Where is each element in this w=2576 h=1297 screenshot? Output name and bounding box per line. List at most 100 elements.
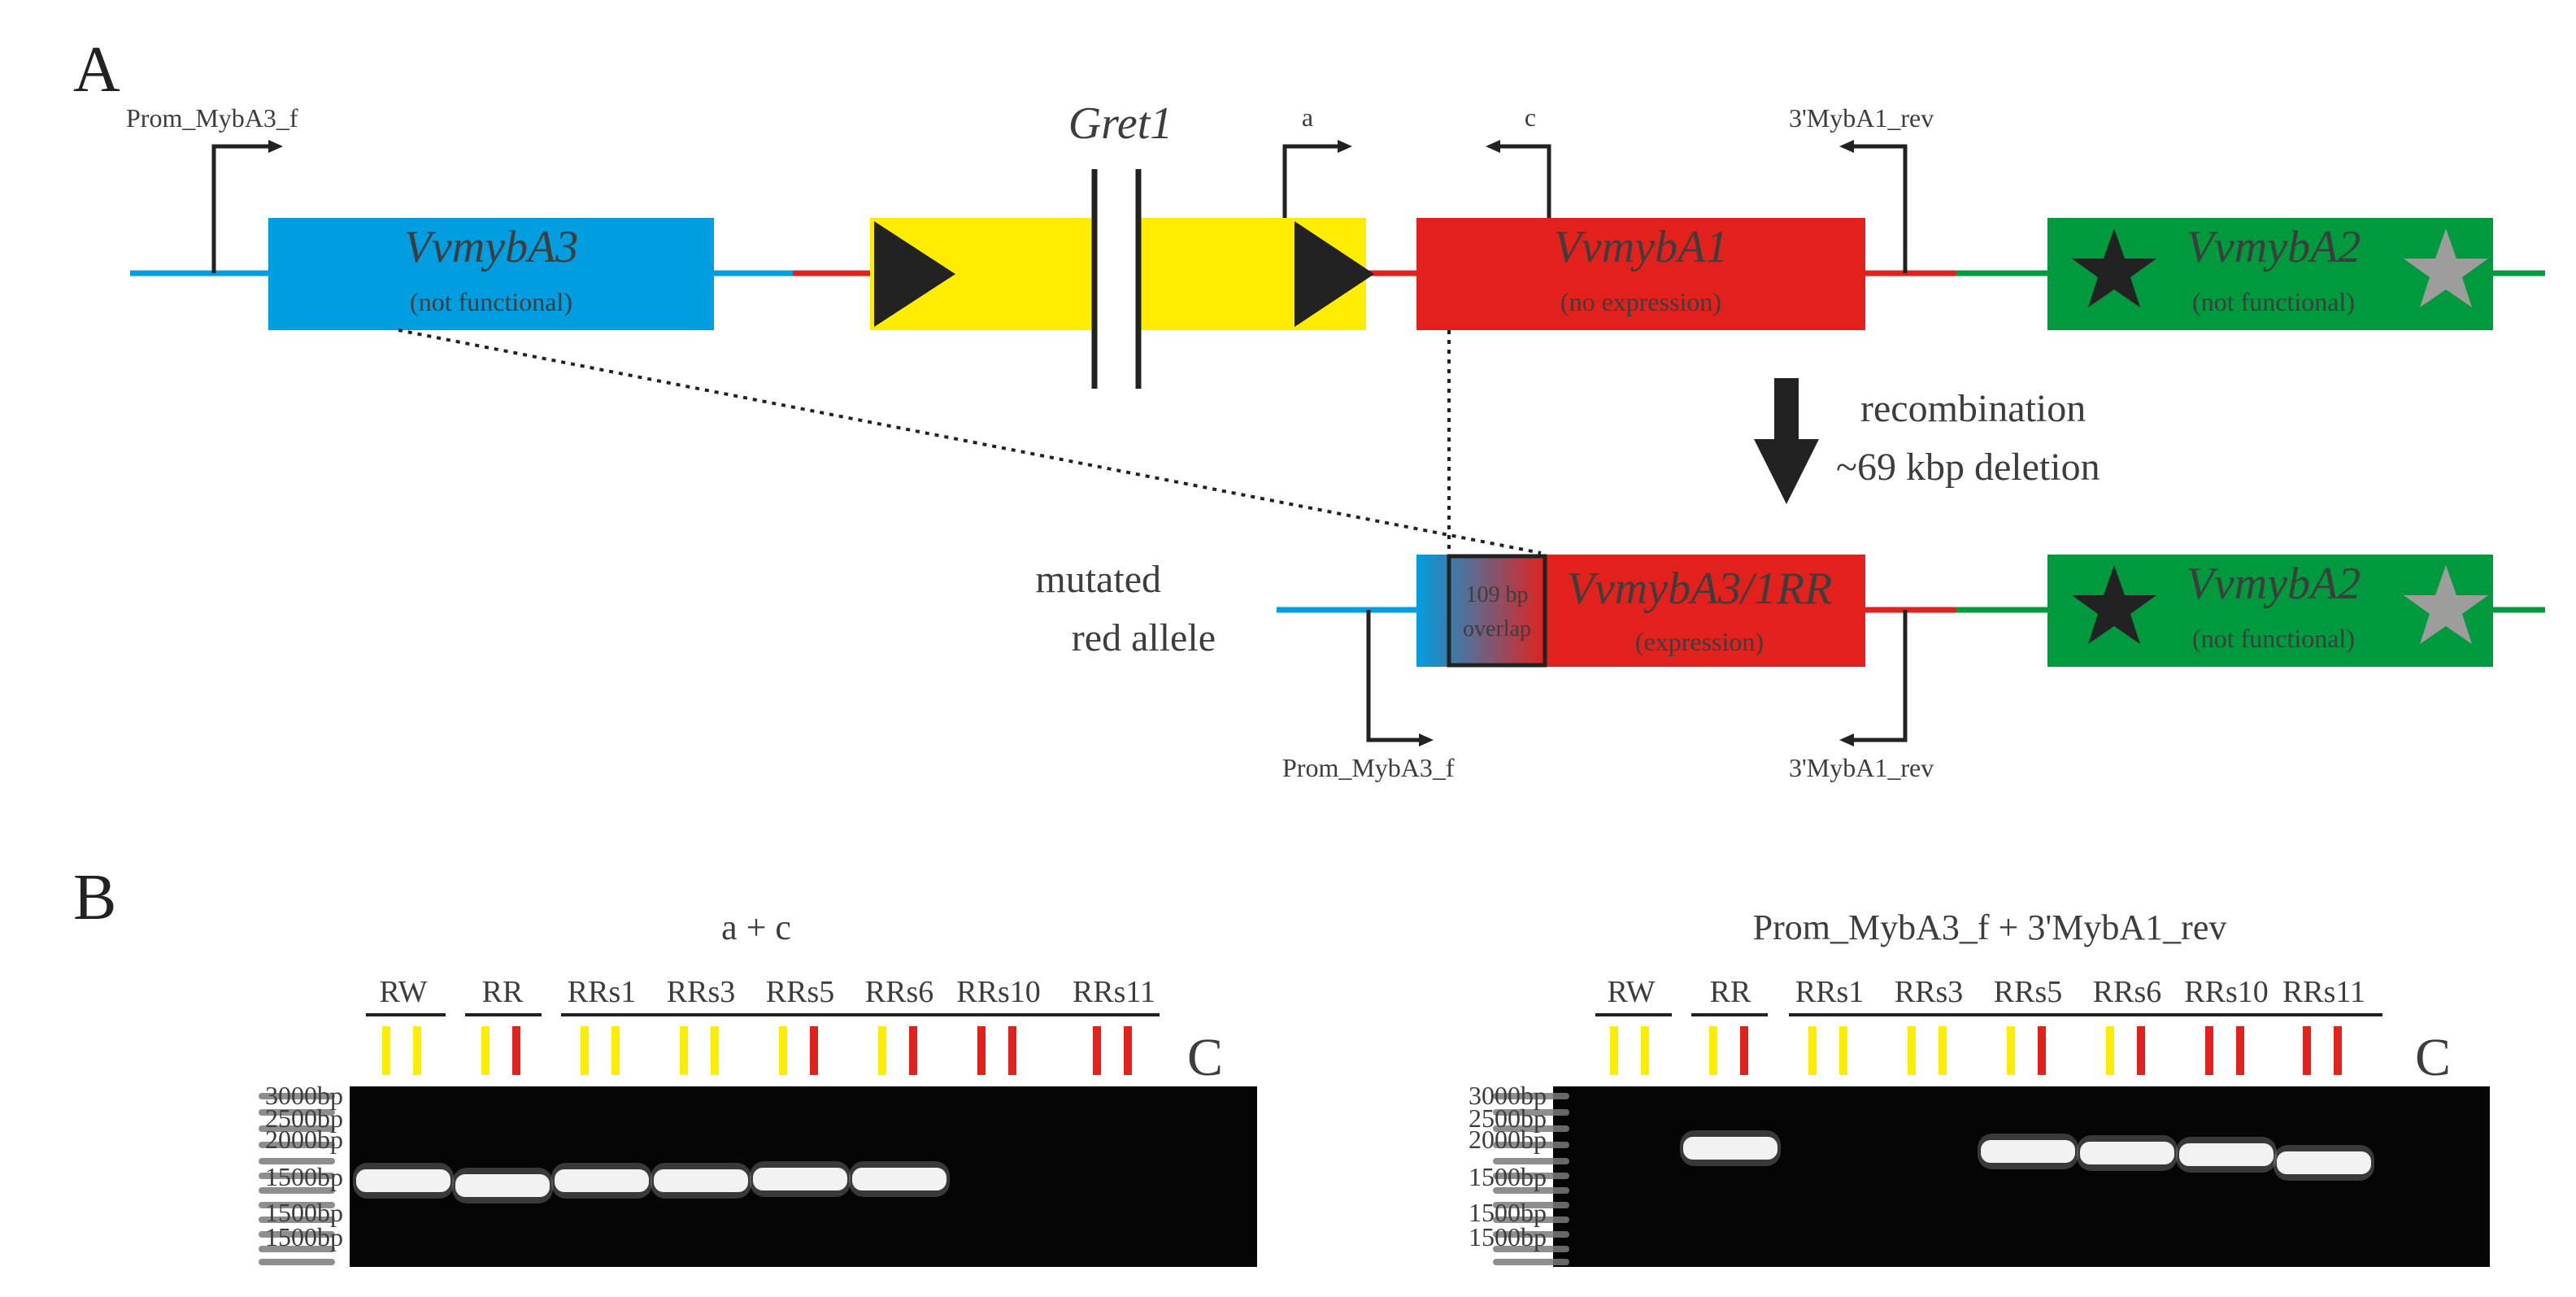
gel-band <box>852 1168 946 1190</box>
gel-band <box>1981 1140 2075 1163</box>
overlap-line1: 109 bp <box>1466 582 1529 607</box>
down-arrow-icon <box>1754 439 1819 504</box>
ladder-label: 3000bp <box>1469 1081 1547 1110</box>
allele-mark <box>2334 1026 2342 1075</box>
ladder-rung <box>1493 1202 1569 1208</box>
allele-mark <box>2106 1026 2114 1075</box>
gret1-label: Gret1 <box>1068 98 1173 149</box>
primer-prom-top: Prom_MybA3_f <box>126 103 298 273</box>
star-black-icon <box>2072 565 2156 644</box>
primer-prom-bottom: Prom_MybA3_f <box>1282 610 1455 782</box>
ladder-rung <box>259 1125 335 1132</box>
gene-vvmyba2-top-sub: (not functional) <box>2192 287 2355 316</box>
allele-mark <box>1839 1026 1847 1075</box>
allele-mark <box>1093 1026 1101 1075</box>
lane-label: RRs1 <box>568 975 636 1009</box>
recombination-arrow: recombination ~69 kbp deletion <box>1754 378 2100 504</box>
lane-label: RR <box>1710 975 1751 1009</box>
lane-label: RR <box>482 975 524 1009</box>
recombination-line1: recombination <box>1860 387 2086 430</box>
lane-label: RRs10 <box>2184 975 2268 1009</box>
primer-c: c <box>1486 102 1551 218</box>
ladder-rung <box>1493 1158 1569 1164</box>
ladder-rung <box>1493 1173 1569 1179</box>
gene-vvmyba3: VvmybA3 (not functional) <box>268 218 714 330</box>
gel-band <box>2179 1143 2274 1166</box>
panel-b-letter: B <box>73 862 116 934</box>
lane-label: RW <box>1607 975 1655 1009</box>
recombination-line2: ~69 kbp deletion <box>1836 446 2100 489</box>
gene-vvmyba2-top: VvmybA2 (not functional) <box>2047 218 2493 330</box>
allele-mark <box>1008 1026 1016 1075</box>
gene-vvmyba3-name: VvmybA3 <box>404 222 579 272</box>
allele-mark <box>1808 1026 1817 1075</box>
ladder-label: 2500bp <box>1469 1103 1547 1133</box>
lane-label: RRs3 <box>1895 975 1963 1009</box>
ladder-rung <box>1493 1231 1569 1238</box>
primer-arrowhead-icon <box>1486 140 1500 153</box>
allele-mark <box>878 1026 886 1075</box>
ladder-rung <box>259 1158 335 1164</box>
allele-mark <box>2236 1026 2244 1075</box>
gel-band <box>654 1169 748 1192</box>
gret1-break-gap <box>1094 169 1138 395</box>
allele-mark <box>382 1026 390 1075</box>
gret1-element: Gret1 <box>870 98 1374 395</box>
gel-band <box>2080 1142 2174 1164</box>
control-label: C <box>2415 1028 2451 1087</box>
panel-a-letter: A <box>73 34 120 106</box>
lane-label: RRs6 <box>865 975 933 1009</box>
ladder-label: 1500bp <box>265 1162 343 1191</box>
allele-mark <box>909 1026 917 1075</box>
allele-mark <box>581 1026 589 1075</box>
overlap-gradient <box>1416 555 1547 667</box>
primer-arrowhead-icon <box>1839 733 1854 746</box>
gel-background <box>1553 1086 2490 1267</box>
ltr-triangle-right <box>1295 221 1374 327</box>
gene-vvmyba2-bottom-sub: (not functional) <box>2192 624 2355 653</box>
ladder-rung <box>259 1259 335 1265</box>
gene-fusion-sub: (expression) <box>1635 627 1764 656</box>
ladder-rung <box>259 1246 335 1252</box>
lane-label: RRs5 <box>1994 975 2062 1009</box>
allele-mark <box>2303 1026 2311 1075</box>
ladder-rung <box>259 1216 335 1223</box>
gel-band <box>753 1168 847 1190</box>
ladder-rung <box>1493 1093 1569 1099</box>
ladder-label: 1500bp <box>1469 1198 1547 1227</box>
primer-rev-top-label: 3'MybA1_rev <box>1789 103 1934 133</box>
gel-band <box>455 1174 550 1197</box>
gene-vvmyba1-sub: (no expression) <box>1560 287 1721 316</box>
ladder-rung <box>1493 1187 1569 1194</box>
ladder-label: 2000bp <box>265 1125 343 1154</box>
primer-a: a <box>1282 102 1352 218</box>
gel-band <box>555 1169 649 1192</box>
ladder-label: 1500bp <box>1469 1222 1547 1251</box>
primer-a-label: a <box>1302 102 1313 132</box>
allele-mark <box>2038 1026 2046 1075</box>
allele-mark <box>779 1026 787 1075</box>
lane-label: RRs6 <box>2093 975 2161 1009</box>
ladder-rung <box>1493 1259 1569 1265</box>
ladder-rung <box>259 1173 335 1179</box>
allele-mark <box>2007 1026 2015 1075</box>
allele-mark <box>512 1026 520 1075</box>
allele-mark <box>680 1026 688 1075</box>
ladder-label: 2500bp <box>265 1103 343 1133</box>
ladder-rung <box>259 1142 335 1148</box>
gene-vvmyba1-name: VvmybA1 <box>1554 222 1729 272</box>
allele-mark <box>1610 1026 1618 1075</box>
primer-rev-bottom: 3'MybA1_rev <box>1789 610 1934 782</box>
lane-label: RRs1 <box>1795 975 1864 1009</box>
ladder-label: 1500bp <box>1469 1162 1547 1191</box>
allele-mark <box>611 1026 620 1075</box>
gel-title: Prom_MybA3_f + 3'MybA1_rev <box>1753 907 2227 947</box>
star-grey-icon <box>2404 228 2488 307</box>
primer-rev-bottom-label: 3'MybA1_rev <box>1789 753 1934 782</box>
dotted-connector-left <box>398 329 1542 555</box>
allele-mark <box>711 1026 719 1075</box>
allele-mark <box>1124 1026 1132 1075</box>
ladder-label: 3000bp <box>265 1081 343 1110</box>
